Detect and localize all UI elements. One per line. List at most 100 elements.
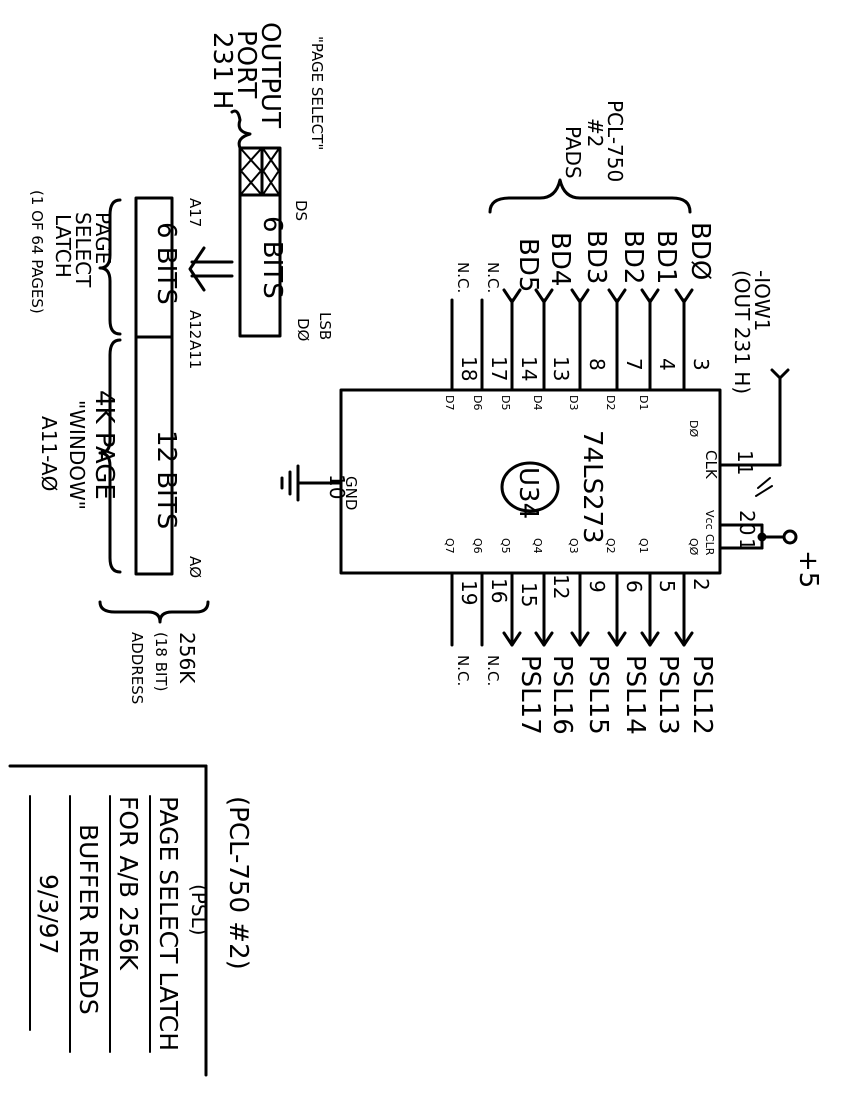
- address-label-3: ADDRESS: [128, 632, 146, 704]
- output-label-q2: Q2: [604, 538, 617, 554]
- output-signal-psl12: PSL12: [687, 655, 717, 735]
- ground-symbol: [280, 464, 343, 502]
- title-line-5: BUFFER READS: [74, 824, 103, 1015]
- pads-label-2: #2: [583, 118, 607, 147]
- chip-clk-pin: 11: [733, 450, 757, 475]
- output-signal-psl16: PSL16: [547, 655, 577, 735]
- title-line-2: (PSL): [187, 884, 211, 936]
- output-label-q5: Q5: [499, 538, 512, 554]
- output-label-q7: Q7: [443, 538, 456, 554]
- input-label-d5: D5: [499, 395, 512, 410]
- register-box: [238, 146, 282, 338]
- pads-brace: [488, 178, 692, 214]
- title-line-6: 9/3/97: [34, 874, 63, 954]
- latch-label-4: (1 OF 64 PAGES): [28, 190, 46, 314]
- pads-label-1: PCL-750: [603, 100, 627, 182]
- output-port-2: PORT: [231, 30, 261, 98]
- input-pin-17: 17: [487, 356, 511, 381]
- output-label-q6: Q6: [471, 538, 484, 554]
- output-pin-12: 12: [549, 574, 573, 599]
- input-signal-bd1: BD1: [651, 230, 681, 284]
- address-label-2: (18 BIT): [152, 632, 170, 691]
- output-signal-nc-16: N.C.: [484, 655, 502, 686]
- input-label-d3: D3: [567, 395, 580, 410]
- input-signal-nc-18: N.C.: [454, 262, 472, 293]
- latch-12-bits: 12 BITS: [151, 430, 181, 529]
- input-pin-7: 7: [622, 358, 646, 371]
- output-pin-2: 2: [689, 578, 713, 591]
- title-line-4: FOR A/B 256K: [114, 796, 143, 971]
- output-port-1: OUTPUT: [255, 22, 285, 128]
- input-signal-bd2: BD2: [618, 230, 648, 284]
- output-signal-psl17: PSL17: [515, 655, 545, 735]
- register-ds: DS: [292, 200, 310, 221]
- input-pin-13: 13: [549, 356, 573, 381]
- input-label-d2: D2: [604, 395, 617, 410]
- address-bar: [134, 196, 174, 576]
- input-label-d7: D7: [443, 395, 456, 410]
- input-signal-nc-17: N.C.: [484, 262, 502, 293]
- chip-input-pins: [450, 288, 694, 392]
- input-label-d1: D1: [637, 395, 650, 410]
- latch-label-3: LATCH: [51, 214, 75, 278]
- addr-a12: A12: [186, 310, 204, 339]
- output-label-q4: Q4: [531, 538, 544, 554]
- addr-a0: AØ: [186, 556, 204, 578]
- pads-label-3: PADS: [561, 126, 585, 179]
- output-pin-15: 15: [517, 582, 541, 607]
- output-label-q3: Q3: [567, 538, 580, 554]
- chip-output-pins: [450, 571, 694, 647]
- input-pin-3: 3: [689, 358, 713, 371]
- chip-vcc-label: Vcc: [703, 510, 716, 530]
- window-label-1: 4K PAGE: [89, 390, 119, 500]
- iow-signal: -IOW1: [750, 270, 774, 331]
- address-label-1: 256K: [175, 632, 199, 684]
- input-signal-bd3: BD3: [581, 230, 611, 284]
- chip-74ls273: [280, 288, 798, 647]
- input-pin-18: 18: [457, 356, 481, 381]
- chip-clr-label: CLR: [703, 534, 716, 556]
- shift-arrow: [188, 246, 234, 292]
- latch-brace: [98, 198, 122, 336]
- input-signal-bd0: BDØ: [685, 222, 715, 280]
- latch-label-1: PAGE: [91, 212, 115, 264]
- output-pin-16: 16: [487, 578, 511, 603]
- chip-ref-circle: [500, 461, 560, 513]
- register-bits: 6 BITS: [257, 216, 287, 299]
- latch-label-2: SELECT: [71, 212, 95, 288]
- iow-note: (OUT 231 H): [730, 270, 754, 394]
- addr-a17: A17: [186, 198, 204, 227]
- output-signal-psl14: PSL14: [620, 655, 650, 735]
- chip-gnd-pin: 10: [325, 474, 349, 499]
- register-lsb: LSB: [316, 312, 334, 340]
- input-label-d0: DØ: [687, 420, 700, 437]
- output-pin-9: 9: [585, 580, 609, 593]
- output-signal-psl15: PSL15: [583, 655, 613, 735]
- input-signal-bd5: BD5: [513, 238, 543, 292]
- output-port-3: 231 H: [207, 32, 237, 109]
- output-label-q0: QØ: [687, 538, 700, 556]
- address-diagram: [98, 109, 282, 624]
- addr-a11: A11: [186, 340, 204, 369]
- input-pin-8: 8: [585, 358, 609, 371]
- output-pin-6: 6: [622, 580, 646, 593]
- window-label-3: A11-AØ: [37, 416, 61, 491]
- address-brace: [98, 600, 210, 624]
- port-brace: [230, 109, 252, 150]
- chip-vcc-pin: 20: [735, 510, 759, 535]
- chip-clr-pin: 1: [735, 538, 759, 551]
- page-select-quote: "PAGE SELECT": [308, 36, 326, 150]
- input-pin-4: 4: [655, 358, 679, 371]
- output-signal-nc-19: N.C.: [454, 655, 472, 686]
- input-label-d4: D4: [531, 395, 544, 410]
- chip-clk-label: CLK: [702, 450, 720, 480]
- output-pin-5: 5: [655, 580, 679, 593]
- input-signal-bd4: BD4: [545, 232, 575, 286]
- window-label-2: "WINDOW": [65, 400, 89, 510]
- clk-line: [718, 368, 790, 497]
- output-pin-19: 19: [457, 580, 481, 605]
- output-label-q1: Q1: [637, 538, 650, 554]
- vcc-connection: [718, 523, 798, 550]
- window-brace: [98, 338, 122, 574]
